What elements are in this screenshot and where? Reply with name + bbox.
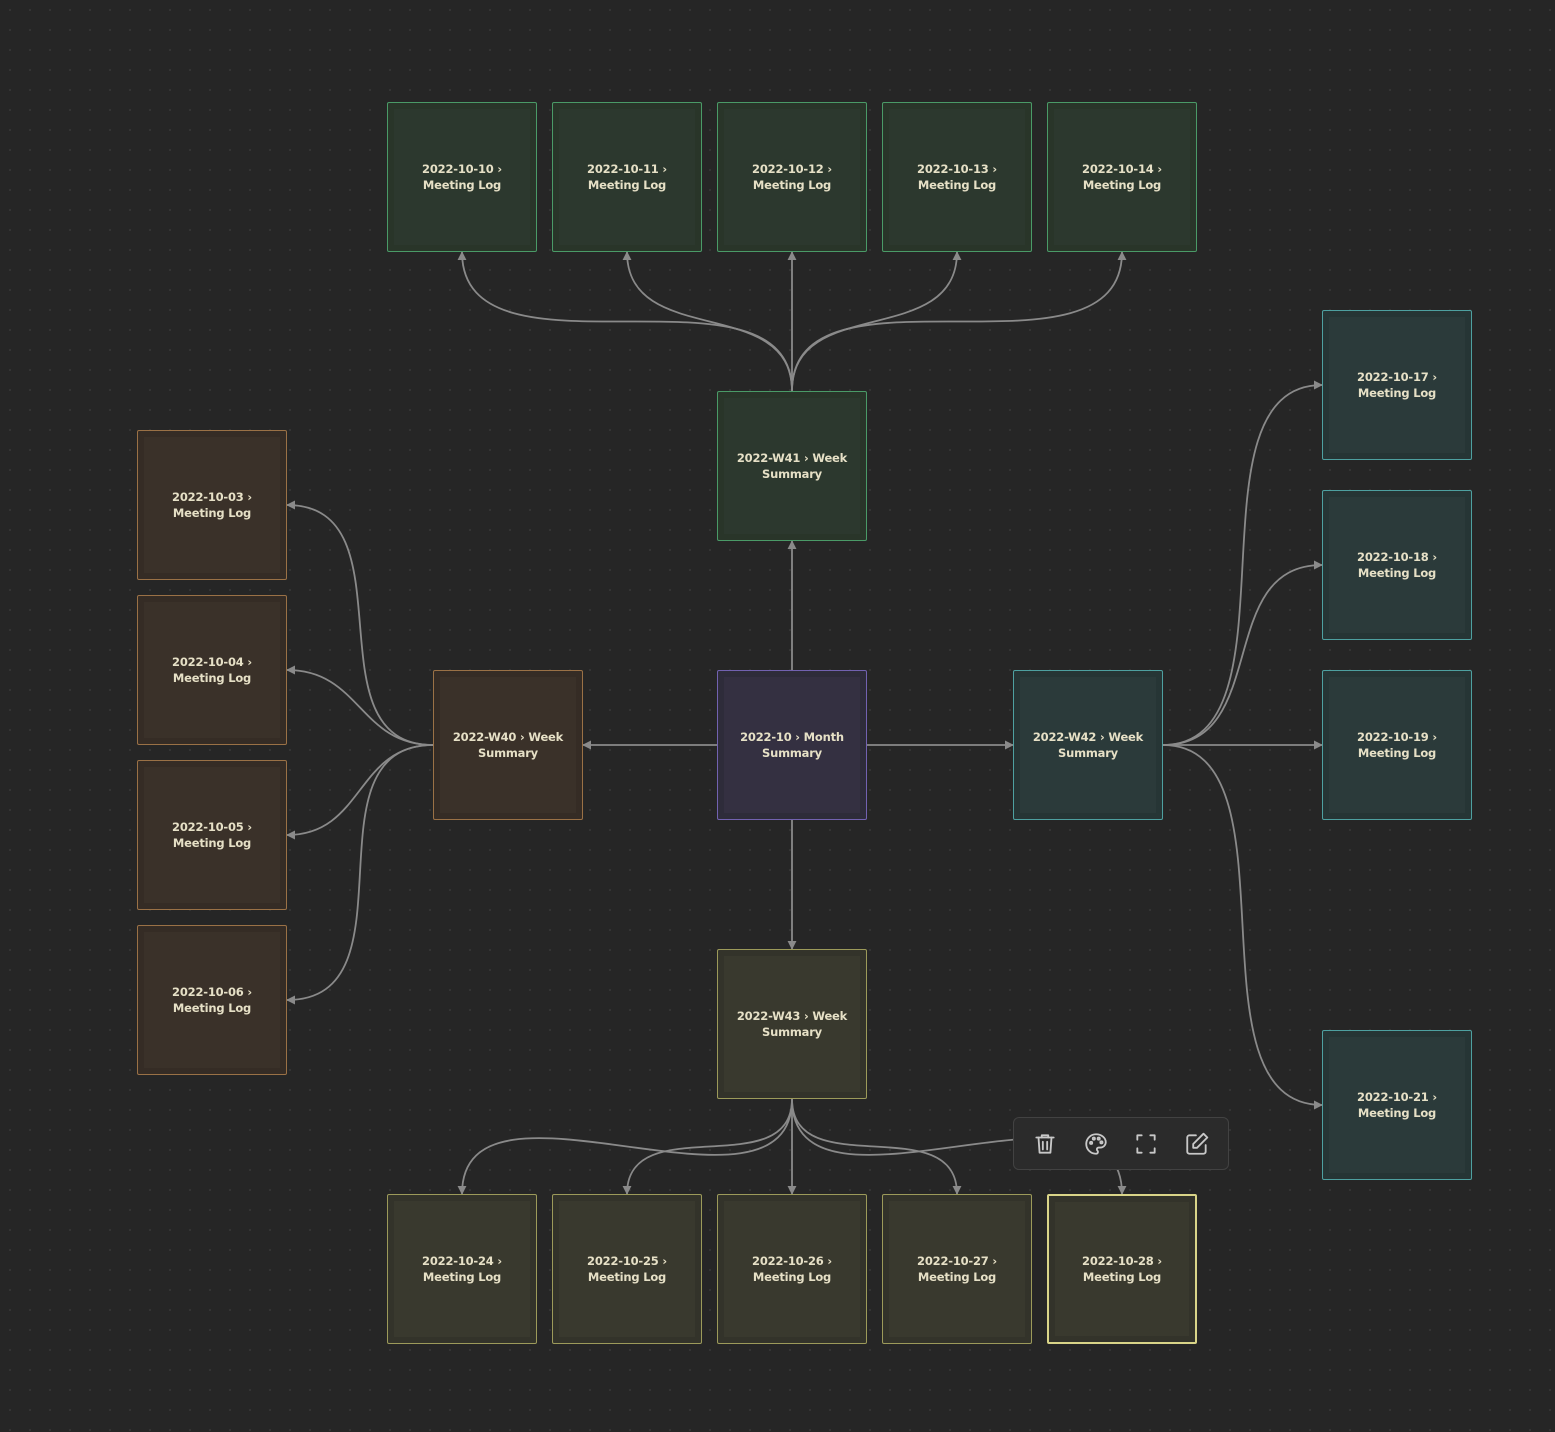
node-label: 2022-W42 › Week Summary [1020,677,1156,813]
edge-w40-to-w40d2[interactable] [286,665,434,746]
edge-w40-to-w40d3[interactable] [286,744,434,840]
canvas-node-w40d4[interactable]: 2022-10-06 › Meeting Log [137,925,287,1075]
node-label: 2022-10-05 › Meeting Log [144,767,280,903]
canvas-node-w41d5[interactable]: 2022-10-14 › Meeting Log [1047,102,1197,252]
canvas-node-w42d1[interactable]: 2022-10-17 › Meeting Log [1322,310,1472,460]
canvas-node-w40d2[interactable]: 2022-10-04 › Meeting Log [137,595,287,745]
zoom-to-selection-button[interactable] [1126,1124,1166,1164]
node-label: 2022-10-27 › Meeting Log [889,1201,1025,1337]
node-label: 2022-10-14 › Meeting Log [1054,109,1190,245]
node-label: 2022-10-03 › Meeting Log [144,437,280,573]
edge-w41-to-w41d1[interactable] [457,251,793,392]
node-label: 2022-10-21 › Meeting Log [1329,1037,1465,1173]
canvas-node-w41[interactable]: 2022-W41 › Week Summary [717,391,867,541]
node-label: 2022-10-26 › Meeting Log [724,1201,860,1337]
canvas-node-month[interactable]: 2022-10 › Month Summary [717,670,867,820]
edit-icon [1186,1132,1208,1155]
edge-w40-to-w40d1[interactable] [286,500,434,746]
edge-w43-to-w43d1[interactable] [457,1098,793,1195]
edge-w43-to-w43d2[interactable] [622,1098,793,1195]
node-label: 2022-10-25 › Meeting Log [559,1201,695,1337]
node-label: 2022-10-10 › Meeting Log [394,109,530,245]
canvas-node-w41d4[interactable]: 2022-10-13 › Meeting Log [882,102,1032,252]
canvas-node-w43d5[interactable]: 2022-10-28 › Meeting Log [1047,1194,1197,1344]
canvas-node-w42d2[interactable]: 2022-10-18 › Meeting Log [1322,490,1472,640]
canvas-node-w40[interactable]: 2022-W40 › Week Summary [433,670,583,820]
edge-w40-to-w40d4[interactable] [286,744,434,1005]
focus-frame-icon [1136,1133,1156,1154]
canvas-node-w42d5[interactable]: 2022-10-21 › Meeting Log [1322,1030,1472,1180]
edge-w41-to-w41d5[interactable] [791,251,1127,392]
node-label: 2022-10-13 › Meeting Log [889,109,1025,245]
canvas-node-w43d4[interactable]: 2022-10-27 › Meeting Log [882,1194,1032,1344]
node-label: 2022-10-04 › Meeting Log [144,602,280,738]
edge-w43-to-w43d4[interactable] [791,1098,962,1195]
node-label: 2022-10-28 › Meeting Log [1055,1202,1189,1336]
node-label: 2022-W41 › Week Summary [724,398,860,534]
canvas-node-w41d2[interactable]: 2022-10-11 › Meeting Log [552,102,702,252]
selection-toolbar [1013,1117,1229,1170]
canvas-node-w42d3[interactable]: 2022-10-19 › Meeting Log [1322,670,1472,820]
node-label: 2022-10-11 › Meeting Log [559,109,695,245]
edge-w42-to-w42d5[interactable] [1162,744,1323,1110]
node-label: 2022-10-17 › Meeting Log [1329,317,1465,453]
node-label: 2022-W43 › Week Summary [724,956,860,1092]
canvas-node-w43d2[interactable]: 2022-10-25 › Meeting Log [552,1194,702,1344]
delete-button[interactable] [1025,1124,1065,1164]
node-label: 2022-10-19 › Meeting Log [1329,677,1465,813]
canvas-node-w43d1[interactable]: 2022-10-24 › Meeting Log [387,1194,537,1344]
node-label: 2022-W40 › Week Summary [440,677,576,813]
edge-w41-to-w41d2[interactable] [622,251,793,392]
canvas-node-w40d1[interactable]: 2022-10-03 › Meeting Log [137,430,287,580]
canvas-node-w43d3[interactable]: 2022-10-26 › Meeting Log [717,1194,867,1344]
canvas-node-w41d1[interactable]: 2022-10-10 › Meeting Log [387,102,537,252]
trash-icon [1035,1133,1055,1154]
canvas-node-w40d3[interactable]: 2022-10-05 › Meeting Log [137,760,287,910]
node-label: 2022-10-18 › Meeting Log [1329,497,1465,633]
canvas-node-w41d3[interactable]: 2022-10-12 › Meeting Log [717,102,867,252]
node-label: 2022-10-12 › Meeting Log [724,109,860,245]
node-label: 2022-10-24 › Meeting Log [394,1201,530,1337]
node-label: 2022-10 › Month Summary [724,677,860,813]
edit-button[interactable] [1177,1124,1217,1164]
canvas-node-w42[interactable]: 2022-W42 › Week Summary [1013,670,1163,820]
node-label: 2022-10-06 › Meeting Log [144,932,280,1068]
canvas-node-w43[interactable]: 2022-W43 › Week Summary [717,949,867,1099]
edge-w42-to-w42d1[interactable] [1162,380,1323,746]
edge-w42-to-w42d2[interactable] [1162,560,1323,746]
palette-icon [1085,1132,1107,1155]
color-button[interactable] [1076,1124,1116,1164]
